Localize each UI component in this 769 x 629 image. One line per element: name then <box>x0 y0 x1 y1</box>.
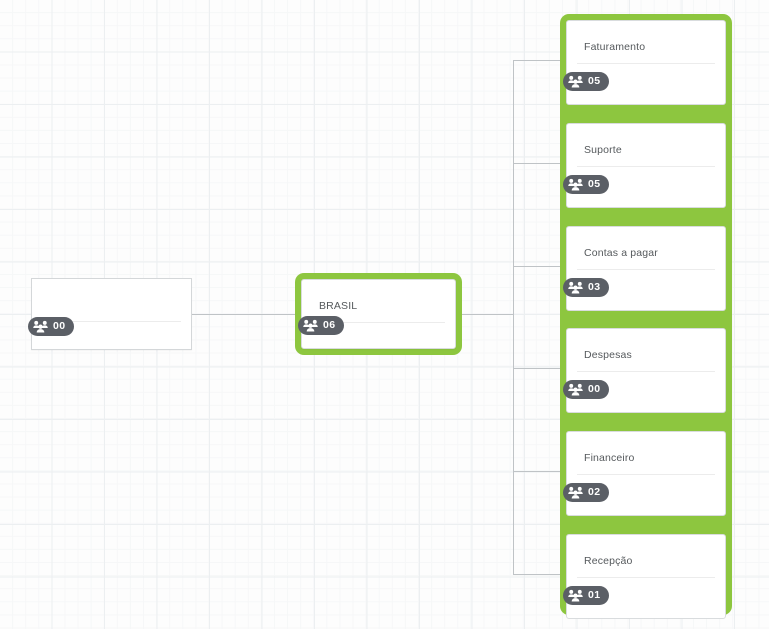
org-node-department-member-badge[interactable]: 05 <box>563 175 610 194</box>
org-node-department-divider <box>577 474 715 475</box>
org-node-country[interactable]: BRASIL 06 <box>298 279 456 349</box>
department-group-selection-ring[interactable]: Faturamento 05 Suporte <box>560 14 732 619</box>
org-node-department[interactable]: Suporte 05 <box>563 123 726 208</box>
users-icon <box>568 383 583 396</box>
connector-trunk-vertical <box>513 60 514 574</box>
org-node-department-member-count: 05 <box>588 74 601 87</box>
org-node-department-divider <box>577 577 715 578</box>
connector-branch-4 <box>513 368 565 369</box>
org-node-country-member-badge[interactable]: 06 <box>298 316 345 335</box>
connector-country-to-trunk <box>462 314 514 315</box>
org-node-department-member-count: 00 <box>588 382 601 395</box>
connector-branch-1 <box>513 60 565 61</box>
org-node-department-member-badge[interactable]: 05 <box>563 72 610 91</box>
users-icon <box>303 319 318 332</box>
org-node-department[interactable]: Recepção 01 <box>563 534 726 619</box>
connector-branch-3 <box>513 266 565 267</box>
org-node-country-member-count: 06 <box>323 318 336 331</box>
users-icon <box>568 589 583 602</box>
org-node-root-divider <box>42 321 181 322</box>
users-icon <box>568 178 583 191</box>
org-node-department[interactable]: Financeiro 02 <box>563 431 726 516</box>
org-node-department-member-badge[interactable]: 01 <box>563 586 610 605</box>
org-node-department-member-count: 03 <box>588 280 601 293</box>
org-node-department-title: Despesas <box>584 349 632 361</box>
org-node-department[interactable]: Faturamento 05 <box>563 20 726 105</box>
org-node-department-member-badge[interactable]: 03 <box>563 278 610 297</box>
org-node-country-title: BRASIL <box>319 300 358 312</box>
org-node-department-title: Suporte <box>584 144 622 156</box>
connector-root-to-country <box>192 314 296 315</box>
connector-branch-6 <box>513 574 565 575</box>
org-node-department-title: Recepção <box>584 555 633 567</box>
org-node-department-member-badge[interactable]: 00 <box>563 380 610 399</box>
users-icon <box>33 320 48 333</box>
org-node-department-divider <box>577 371 715 372</box>
org-node-department[interactable]: Contas a pagar 03 <box>563 226 726 311</box>
org-node-department-member-badge[interactable]: 02 <box>563 483 610 502</box>
org-node-root[interactable]: 00 <box>28 278 192 350</box>
org-node-department-member-count: 05 <box>588 177 601 190</box>
org-node-department-member-count: 01 <box>588 588 601 601</box>
users-icon <box>568 281 583 294</box>
users-icon <box>568 75 583 88</box>
org-node-root-member-count: 00 <box>53 319 66 332</box>
org-node-department-member-count: 02 <box>588 485 601 498</box>
org-node-department-divider <box>577 166 715 167</box>
connector-branch-2 <box>513 163 565 164</box>
org-node-country-divider <box>312 322 445 323</box>
org-node-department-title: Contas a pagar <box>584 247 658 259</box>
connector-branch-5 <box>513 471 565 472</box>
org-node-department-divider <box>577 269 715 270</box>
org-node-department[interactable]: Despesas 00 <box>563 328 726 413</box>
org-node-department-divider <box>577 63 715 64</box>
users-icon <box>568 486 583 499</box>
org-node-root-member-badge[interactable]: 00 <box>28 317 75 336</box>
org-node-department-title: Faturamento <box>584 41 646 53</box>
org-node-country-selection-ring[interactable]: BRASIL 06 <box>295 273 462 355</box>
org-node-department-title: Financeiro <box>584 452 635 464</box>
